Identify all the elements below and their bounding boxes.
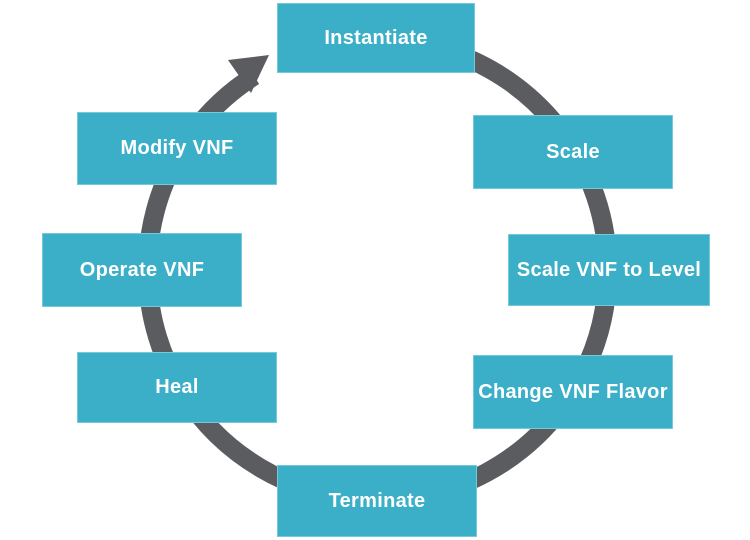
step-label-change-vnf-flavor: Change VNF Flavor [478, 380, 668, 403]
step-box-scale: Scale [473, 115, 673, 189]
step-label-scale-vnf-to-level: Scale VNF to Level [516, 258, 702, 281]
step-box-modify-vnf: Modify VNF [77, 112, 277, 185]
step-label-operate-vnf: Operate VNF [79, 258, 205, 281]
step-box-instantiate: Instantiate [277, 3, 475, 73]
step-label-scale: Scale [546, 140, 600, 163]
step-box-scale-vnf-to-level: Scale VNF to Level [508, 234, 710, 306]
cycle-arrowhead-icon [228, 55, 269, 93]
step-box-heal: Heal [77, 352, 277, 423]
step-box-change-vnf-flavor: Change VNF Flavor [473, 355, 673, 429]
step-box-terminate: Terminate [277, 465, 477, 537]
step-label-heal: Heal [155, 376, 199, 398]
step-label-instantiate: Instantiate [324, 26, 428, 49]
step-label-terminate: Terminate [328, 489, 426, 512]
step-label-modify-vnf: Modify VNF [120, 137, 234, 159]
step-box-operate-vnf: Operate VNF [42, 233, 242, 307]
